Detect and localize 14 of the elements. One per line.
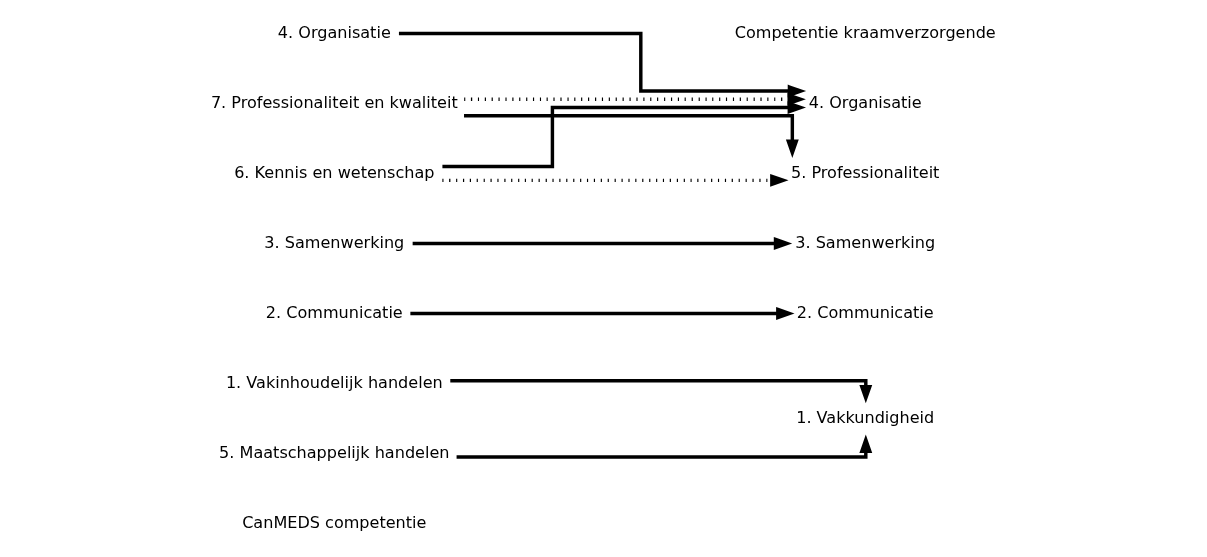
node-text: 1. Vakinhoudelijk handelen [225,372,443,392]
node-text: 3. Samenwerking [795,232,936,252]
node-text: 2. Communicatie [265,302,403,322]
node-text: 4. Organisatie [277,22,391,42]
node-text: 5. Maatschappelijk handelen [219,442,450,462]
label: Competentie kraamverzorgende [734,22,996,42]
node-text: 6. Kennis en wetenschap [234,162,435,182]
node-text: 5. Professionaliteit [791,162,940,182]
node-text: 2. Communicatie [796,302,934,322]
node-text: 1. Vakkundigheid [796,408,935,428]
node-text: 3. Samenwerking [264,232,405,252]
label: CanMEDS competentie [242,512,427,532]
node-text: 4. Organisatie [808,92,922,112]
node-text: 7. Professionaliteit en kwaliteit [210,92,458,112]
